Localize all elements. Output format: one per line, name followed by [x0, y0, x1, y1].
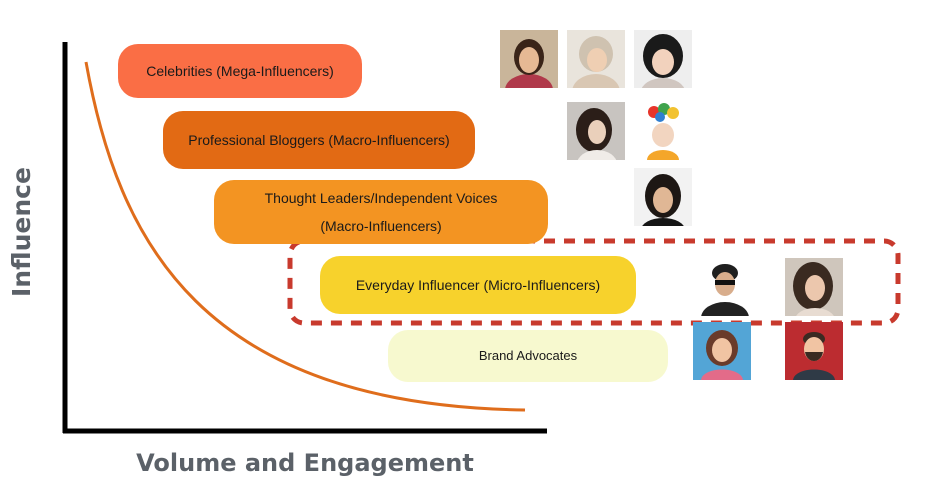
- woman-photo-icon: [500, 30, 558, 88]
- x-axis-label: Volume and Engagement: [136, 449, 474, 477]
- tier-label: Everyday Influencer (Micro-Influencers): [355, 277, 601, 293]
- tier-label: Brand Advocates: [478, 348, 578, 363]
- woman-photo-icon: [567, 102, 625, 160]
- woman-photo-icon: [567, 30, 625, 88]
- tier-label: Thought Leaders/Independent Voices: [264, 190, 498, 206]
- woman-photo-icon: [785, 258, 843, 316]
- tier-thought-leaders: Thought Leaders/Independent Voices (Macr…: [214, 180, 548, 244]
- tier-label: Professional Bloggers (Macro-Influencers…: [188, 132, 450, 148]
- y-axis-label: Influence: [7, 167, 36, 297]
- tier-brand-advocates: Brand Advocates: [388, 330, 668, 382]
- man-photo-icon: [696, 258, 754, 316]
- woman-photo-icon: [634, 30, 692, 88]
- tier-label: Celebrities (Mega-Influencers): [146, 63, 334, 79]
- influence-decay-curve: [84, 61, 526, 412]
- micro-influencer-highlight: [287, 238, 901, 326]
- male-avatar-icon: [785, 322, 843, 380]
- woman-photo-icon: [634, 168, 692, 226]
- tier-sublabel: (Macro-Influencers): [320, 218, 442, 234]
- woman-photo-icon: [634, 102, 692, 160]
- tier-professional-bloggers: Professional Bloggers (Macro-Influencers…: [163, 111, 475, 169]
- female-avatar-icon: [693, 322, 751, 380]
- tier-celebrities: Celebrities (Mega-Influencers): [118, 44, 362, 98]
- tier-everyday-influencer: Everyday Influencer (Micro-Influencers): [320, 256, 636, 314]
